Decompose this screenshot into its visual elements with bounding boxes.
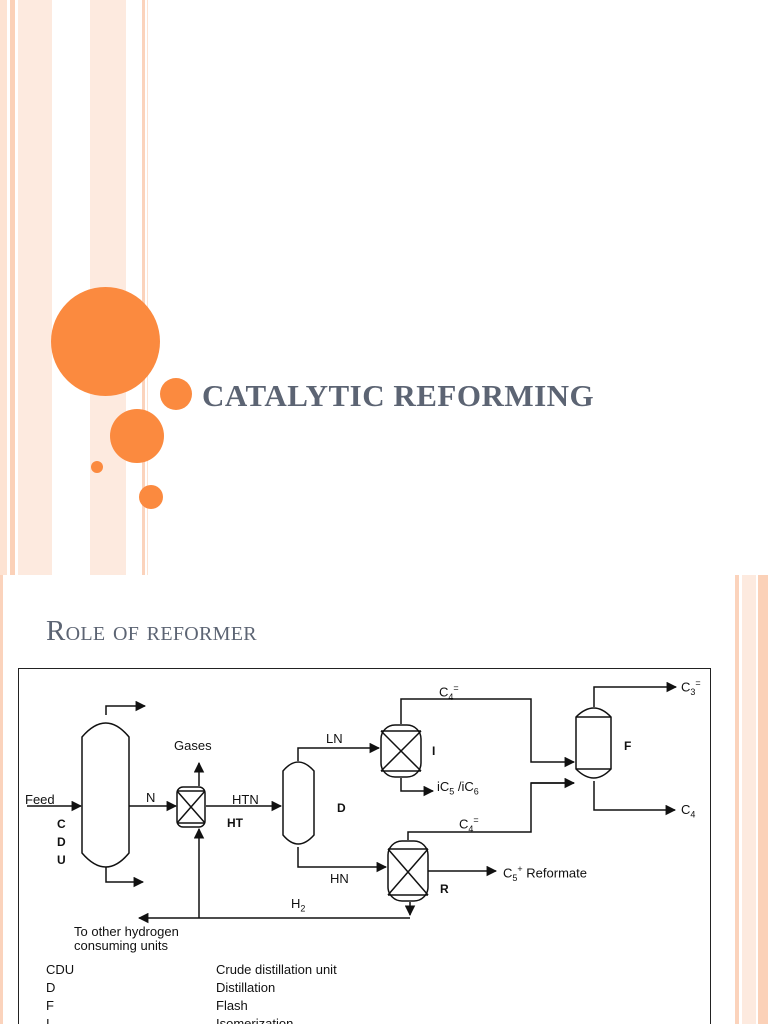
reformer-label: R [440, 882, 449, 896]
distillation-label: D [337, 801, 346, 815]
legend-abbr: I [46, 1016, 50, 1024]
decorative-band [742, 575, 756, 1024]
slide-title: Role of reformer [46, 615, 257, 647]
distillation-column [282, 761, 315, 845]
legend-abbr: D [46, 980, 56, 995]
cdu-column [81, 722, 130, 868]
hn-label: HN [330, 871, 349, 886]
legend-desc: Isomerization [216, 1016, 294, 1024]
legend-desc: Crude distillation unit [216, 962, 337, 977]
decorative-circle-small [139, 485, 163, 509]
flash-label: F [624, 739, 632, 753]
decorative-band [758, 575, 768, 1024]
feed-label: Feed [25, 792, 55, 807]
h2-label: H2 [291, 896, 306, 914]
decorative-line [147, 0, 148, 575]
other-units-label-line2: consuming units [74, 938, 168, 953]
legend-abbr: CDU [46, 962, 75, 977]
decorative-band [735, 575, 739, 1024]
decorative-circle-small [160, 378, 192, 410]
decorative-line [142, 0, 145, 575]
cdu-top-outlet [105, 700, 147, 715]
ic5-ic6-label: iC5 /iC6 [437, 779, 479, 797]
isomerization-reactor [380, 724, 422, 778]
cdu-label-c: C [57, 817, 66, 831]
hydrotreater [176, 786, 206, 828]
ln-line [297, 742, 381, 761]
content-slide: Role of reformer [0, 575, 768, 1024]
c4-top-line [400, 698, 576, 768]
hn-line [297, 847, 388, 873]
decorative-band [18, 0, 52, 575]
decorative-band [0, 575, 3, 1024]
cdu-label-u: U [57, 853, 66, 867]
c3-line [593, 681, 678, 707]
c3-label: C3= [681, 678, 701, 697]
flash-drum [575, 707, 612, 779]
slide-title: CATALYTIC REFORMING [202, 378, 595, 413]
c4-out-line [593, 781, 677, 816]
isomerization-label: I [432, 744, 436, 758]
c4-top-label: C4= [439, 683, 459, 702]
legend-desc: Flash [216, 998, 248, 1013]
decorative-band [10, 0, 15, 575]
title-slide: CATALYTIC REFORMING [0, 0, 595, 575]
ht-label: HT [227, 816, 243, 830]
process-flow-diagram: Feed C D U N Gases HTN HT LN D HN I iC5 … [18, 668, 711, 1024]
decorative-circle-medium [110, 409, 164, 463]
other-units-label-line1: To other hydrogen [74, 924, 179, 939]
naphtha-label: N [146, 790, 156, 805]
htn-label: HTN [232, 792, 259, 807]
decorative-band [0, 0, 7, 575]
cdu-bottom-outlet [105, 867, 145, 888]
gases-label: Gases [174, 738, 212, 753]
c4-label: C4 [681, 802, 696, 820]
diagram-drawing [27, 681, 678, 924]
reformate-label: C5+ Reformate [503, 864, 587, 883]
ln-label: LN [326, 731, 343, 746]
legend-abbr: F [46, 998, 54, 1013]
reformer-reactor [387, 840, 429, 902]
cdu-label-d: D [57, 835, 66, 849]
ic5-ic6-line [400, 778, 435, 797]
decorative-circle-large [51, 287, 160, 396]
decorative-circle-tiny [91, 461, 103, 473]
legend-desc: Distillation [216, 980, 276, 995]
c4-mid-label: C4= [459, 815, 479, 834]
